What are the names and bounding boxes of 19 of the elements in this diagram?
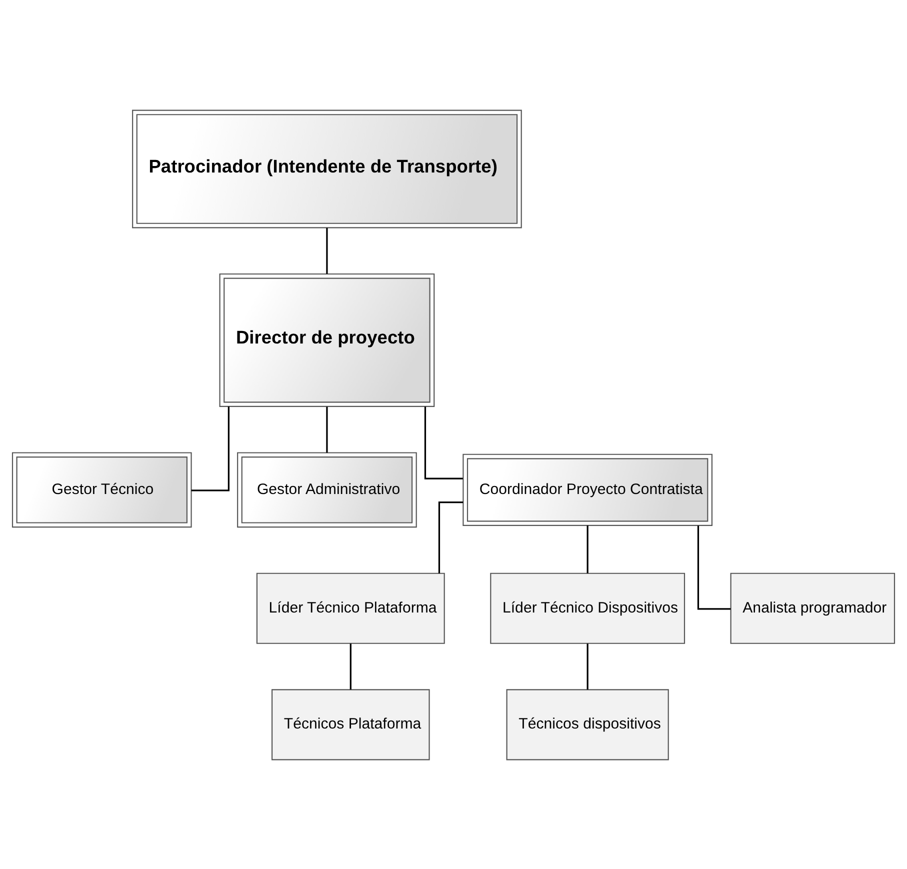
connector [438,501,464,573]
connector [350,643,352,690]
node-box: Técnicos Plataforma [272,688,430,760]
node-box: Director de proyecto [219,272,435,406]
connector [191,406,230,491]
connector [424,406,463,479]
node-box: Patrocinador (Intendente de Transporte) [132,109,522,228]
connector [586,643,588,690]
connector [326,406,328,452]
node-box: Líder Técnico Dispositivos [490,572,686,644]
connector [586,524,588,573]
connector [326,227,328,274]
node-box: Coordinador Proyecto Contratista [462,453,712,526]
node-box: Analista programador [730,572,896,644]
node-box: Técnicos dispositivos [506,688,669,760]
node-box: Gestor Técnico [12,452,192,528]
node-box: Gestor Administrativo [237,452,417,528]
connector [697,525,731,610]
node-box: Líder Técnico Plataforma [256,572,445,644]
